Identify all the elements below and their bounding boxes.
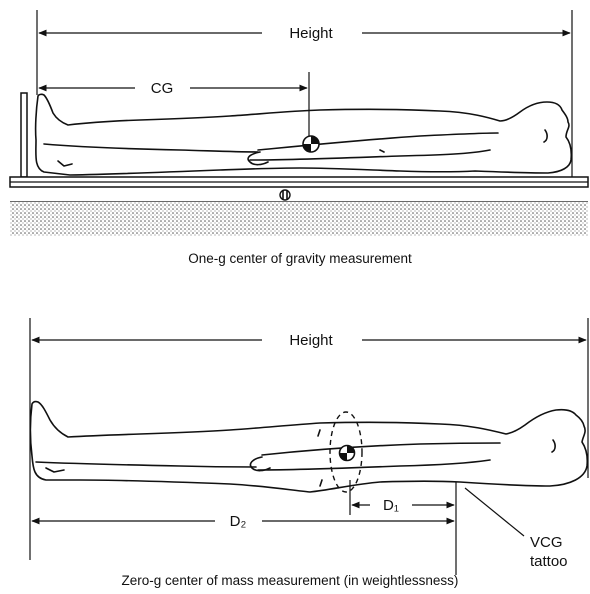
foot-board bbox=[21, 93, 27, 177]
pivot-icon bbox=[280, 190, 290, 200]
vcg-label: VCG bbox=[530, 534, 563, 551]
cg-label: CG bbox=[151, 80, 174, 97]
cg-marker-icon bbox=[303, 136, 319, 152]
ground-base bbox=[10, 202, 588, 236]
d1-label: D₁ bbox=[383, 497, 399, 514]
lying-body-figure-bottom bbox=[31, 402, 588, 492]
tattoo-label: tattoo bbox=[530, 553, 568, 570]
top-caption: One-g center of gravity measurement bbox=[188, 251, 412, 266]
d2-label: D₂ bbox=[230, 513, 247, 530]
height-label-top: Height bbox=[289, 25, 333, 42]
vcg-leader-line bbox=[465, 488, 524, 536]
bottom-caption: Zero-g center of mass measurement (in we… bbox=[122, 573, 459, 588]
zero-g-panel: Height D₁ bbox=[30, 318, 588, 588]
lying-body-figure-top bbox=[36, 94, 572, 175]
height-label-bottom: Height bbox=[289, 332, 333, 349]
one-g-panel: Height CG bbox=[10, 10, 588, 266]
com-marker-icon bbox=[340, 446, 355, 461]
